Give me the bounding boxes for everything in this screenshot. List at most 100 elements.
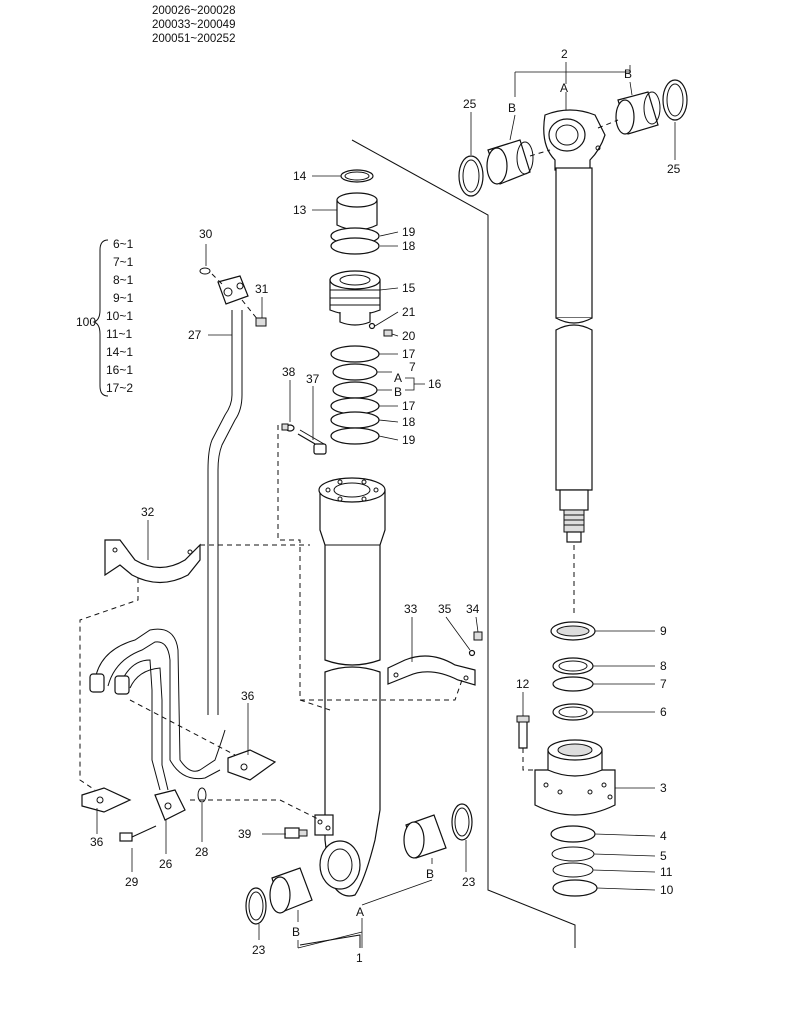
clamp-33 — [387, 631, 483, 686]
callout-16: 16 — [428, 377, 442, 391]
kit-bracket — [92, 239, 109, 397]
callout-B-mid: B — [394, 385, 402, 399]
bolt-29 — [119, 825, 157, 842]
callout-36-left: 36 — [90, 835, 104, 849]
flange-block-26 — [154, 789, 186, 821]
callout-27: 27 — [188, 328, 202, 342]
seal-ring-right — [662, 79, 688, 121]
pipe-26-loop — [89, 628, 226, 791]
leader-lines — [96, 62, 676, 949]
serial-range-list: 200026~200028 200033~200049 200051~20025… — [152, 4, 235, 46]
callout-34: 34 — [466, 602, 480, 616]
callout-7-small: 7 — [409, 360, 416, 374]
clamp-36-right — [227, 749, 277, 781]
bottom-bushing-right — [403, 814, 447, 859]
callout-39: 39 — [238, 827, 252, 841]
callout-14: 14 — [293, 169, 307, 183]
kit-item: 16~1 — [106, 363, 133, 377]
kit-item: 9~1 — [113, 291, 134, 305]
axis-line — [529, 149, 551, 157]
callout-B-top-right: B — [624, 67, 632, 81]
clamp-32 — [104, 539, 201, 584]
kit-item: 17~2 — [106, 381, 133, 395]
kit-number: 100 — [76, 315, 96, 329]
connector-dash — [129, 699, 236, 756]
top-bushing-right — [615, 91, 661, 135]
connector-dash — [300, 679, 463, 701]
kit-item: 6~1 — [113, 237, 134, 251]
clamp-30-block — [199, 267, 267, 327]
callout-A-top: A — [560, 81, 568, 95]
callout-37: 37 — [306, 372, 320, 386]
kit-item: 11~1 — [106, 327, 132, 341]
serial-range: 200026~200028 — [152, 5, 236, 17]
callout-9: 9 — [660, 624, 667, 638]
callout-23-left: 23 — [252, 943, 266, 957]
connector-dash — [79, 578, 139, 791]
callout-A-mid: A — [394, 371, 402, 385]
clamp-36-left — [81, 787, 132, 813]
callout-8: 8 — [660, 659, 667, 673]
callout-4: 4 — [660, 829, 667, 843]
cylinder-tube — [314, 477, 386, 897]
seal-ring-23-right — [451, 803, 473, 841]
kit-item: 14~1 — [106, 345, 133, 359]
callout-B-bottom-left: B — [292, 925, 300, 939]
callout-32: 32 — [141, 505, 155, 519]
top-bushing-left — [486, 139, 534, 185]
callout-38: 38 — [282, 365, 296, 379]
callout-20: 20 — [402, 329, 416, 343]
assembly-frame-line — [299, 934, 361, 948]
callout-25-left: 25 — [463, 97, 477, 111]
connector-dash — [190, 799, 321, 821]
piston-assembly — [516, 621, 616, 897]
callout-18-bottom: 18 — [402, 415, 416, 429]
callout-19-bottom: 19 — [402, 433, 416, 447]
seal-ring-23-left — [245, 887, 267, 925]
callout-3: 3 — [660, 781, 667, 795]
fitting-39 — [284, 827, 308, 839]
seal-stack — [329, 169, 393, 445]
callout-29: 29 — [125, 875, 139, 889]
callout-30: 30 — [199, 227, 213, 241]
callout-31: 31 — [255, 282, 269, 296]
axis-line — [597, 119, 619, 129]
callout-33: 33 — [404, 602, 418, 616]
callout-12: 12 — [516, 677, 530, 691]
callout-labels: 2 A B B 25 25 14 13 19 18 15 21 20 17 7 … — [90, 47, 681, 965]
callout-10: 10 — [660, 883, 674, 897]
callout-1: 1 — [356, 951, 363, 965]
serial-range: 200051~200252 — [152, 33, 236, 45]
callout-23-right: 23 — [462, 875, 476, 889]
callout-B-bottom-right: B — [426, 867, 434, 881]
bolt-37-38 — [281, 423, 327, 455]
piston-rod — [543, 109, 606, 543]
callout-11: 11 — [660, 865, 673, 879]
callout-13: 13 — [293, 203, 307, 217]
callout-28: 28 — [195, 845, 209, 859]
connector-dash — [277, 425, 331, 711]
kit-item: 10~1 — [106, 309, 133, 323]
bottom-bushing-left — [269, 867, 313, 914]
callout-17-top: 17 — [402, 347, 416, 361]
callout-B-top-left: B — [508, 101, 516, 115]
callout-25-right: 25 — [667, 162, 681, 176]
callout-A-bottom: A — [356, 905, 364, 919]
callout-17-bottom: 17 — [402, 399, 416, 413]
pipe-27 — [207, 310, 243, 715]
kit-item: 8~1 — [113, 273, 134, 287]
callout-6: 6 — [660, 705, 667, 719]
assembly-frame-line — [351, 139, 576, 948]
axis-line — [211, 273, 223, 285]
seal-ring-left — [458, 155, 484, 197]
callout-21: 21 — [402, 305, 416, 319]
bolt-path — [522, 748, 540, 771]
kit-list: 100 6~1 7~1 8~1 9~1 10~1 11~1 14~1 16~1 … — [76, 237, 134, 395]
callout-36-right: 36 — [241, 689, 255, 703]
callout-19-top: 19 — [402, 225, 416, 239]
o-ring-28 — [197, 787, 207, 803]
axis-line — [241, 299, 259, 321]
callout-2: 2 — [561, 47, 568, 61]
callout-18-top: 18 — [402, 239, 416, 253]
